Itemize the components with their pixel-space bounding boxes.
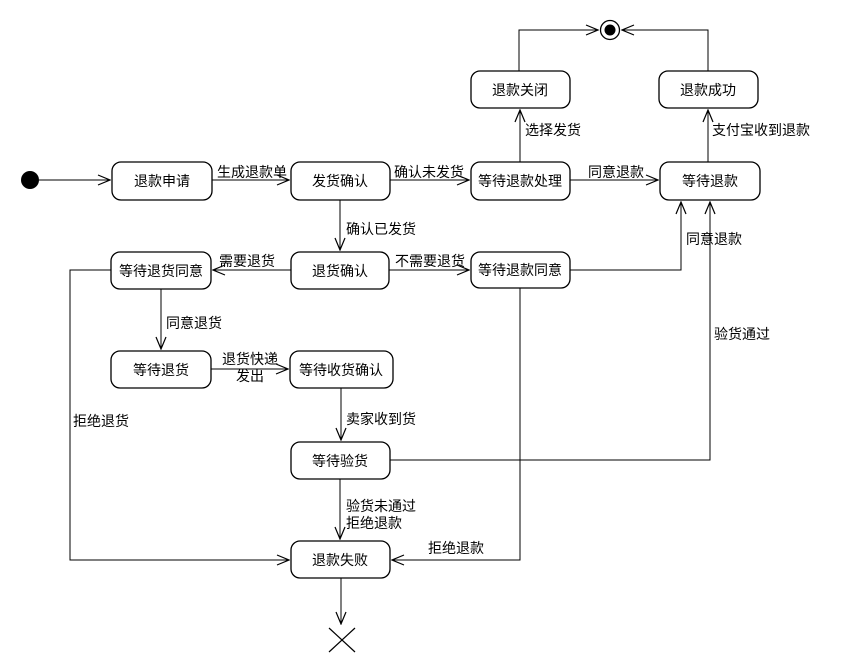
state-box bbox=[659, 161, 761, 201]
state-box bbox=[470, 251, 571, 289]
edge-label-return-courier-line2: 发出 bbox=[236, 369, 264, 385]
edge-refund-success-to-final bbox=[622, 30, 709, 71]
state-refund-apply: 退款申请 bbox=[111, 161, 213, 201]
state-box bbox=[290, 251, 390, 290]
state-wait-inspect: 等待验货 bbox=[290, 441, 391, 480]
state-refund-fail: 退款失败 bbox=[290, 540, 391, 579]
state-box bbox=[111, 161, 213, 201]
state-box bbox=[658, 70, 759, 109]
state-return-confirm: 退货确认 bbox=[290, 251, 390, 290]
state-box bbox=[470, 161, 571, 201]
edge-wait-refund-agree-to-refund-fail bbox=[392, 288, 521, 560]
edge-label-inspect-pass: 验货通过 bbox=[714, 326, 770, 343]
state-box bbox=[290, 540, 391, 579]
state-label: 退款成功 bbox=[680, 83, 736, 99]
state-label: 等待退款同意 bbox=[478, 262, 562, 279]
state-refund-closed: 退款关闭 bbox=[470, 70, 571, 109]
edge-label-return-courier-line1: 退货快递 bbox=[222, 351, 278, 368]
state-box bbox=[470, 70, 571, 109]
state-label: 等待退货 bbox=[133, 362, 189, 379]
state-label: 发货确认 bbox=[312, 173, 368, 190]
state-box bbox=[110, 350, 212, 389]
edge-wait-refund-agree-to-wait-refund bbox=[570, 202, 681, 271]
edge-label-agree-return: 同意退货 bbox=[166, 315, 222, 332]
state-box bbox=[290, 441, 391, 480]
edge-wait-return-agree-to-refund-fail bbox=[69, 269, 289, 560]
state-label: 退款关闭 bbox=[492, 83, 548, 99]
edge-label-confirm-not-shipped: 确认未发货 bbox=[394, 164, 464, 181]
edge-label-agree-refund-right: 同意退款 bbox=[686, 231, 742, 248]
state-wait-receive-confirm: 等待收货确认 bbox=[289, 350, 394, 389]
edge-label-refuse-refund: 拒绝退款 bbox=[428, 541, 484, 557]
edge-label-refuse-return: 拒绝退货 bbox=[73, 413, 129, 430]
edge-label-inspect-fail-line1: 验货未通过 bbox=[346, 498, 416, 515]
state-box bbox=[289, 350, 394, 389]
state-wait-refund: 等待退款 bbox=[659, 161, 761, 201]
state-label: 等待退货同意 bbox=[119, 263, 203, 280]
state-label: 等待退款 bbox=[682, 173, 738, 190]
state-refund-success: 退款成功 bbox=[658, 70, 759, 109]
final-node bbox=[599, 19, 621, 41]
edge-label-alipay-received: 支付宝收到退款 bbox=[712, 123, 810, 139]
edge-refund-closed-to-final bbox=[518, 30, 598, 71]
edge-label-need-return: 需要退货 bbox=[219, 253, 275, 270]
edge-wait-inspect-to-wait-refund bbox=[390, 202, 710, 461]
state-label: 等待收货确认 bbox=[299, 362, 383, 379]
state-wait-refund-agree: 等待退款同意 bbox=[470, 251, 571, 289]
final-node-dot bbox=[604, 24, 616, 36]
state-label: 退款申请 bbox=[134, 174, 190, 190]
state-wait-return: 等待退货 bbox=[110, 350, 212, 389]
edge-label-seller-received: 卖家收到货 bbox=[346, 411, 416, 428]
initial-node bbox=[21, 171, 39, 189]
flow-final-node bbox=[328, 627, 356, 653]
edge-label-no-need-return: 不需要退货 bbox=[395, 253, 465, 270]
edge-label-inspect-fail-line2: 拒绝退款 bbox=[346, 516, 402, 532]
state-box bbox=[110, 251, 212, 290]
state-wait-return-agree: 等待退货同意 bbox=[110, 251, 212, 290]
edge-label-gen-refund-order: 生成退款单 bbox=[217, 165, 287, 181]
edge-label-choose-ship: 选择发货 bbox=[525, 122, 581, 139]
state-label: 等待退款处理 bbox=[478, 173, 562, 190]
state-wait-refund-process: 等待退款处理 bbox=[470, 161, 571, 201]
state-box bbox=[290, 161, 391, 201]
state-label: 退货确认 bbox=[312, 263, 368, 280]
state-label: 等待验货 bbox=[312, 453, 368, 470]
state-label: 退款失败 bbox=[312, 553, 368, 569]
state-ship-confirm: 发货确认 bbox=[290, 161, 391, 201]
edge-label-confirm-shipped: 确认已发货 bbox=[346, 221, 416, 238]
edge-label-agree-refund-row1: 同意退款 bbox=[588, 164, 644, 181]
